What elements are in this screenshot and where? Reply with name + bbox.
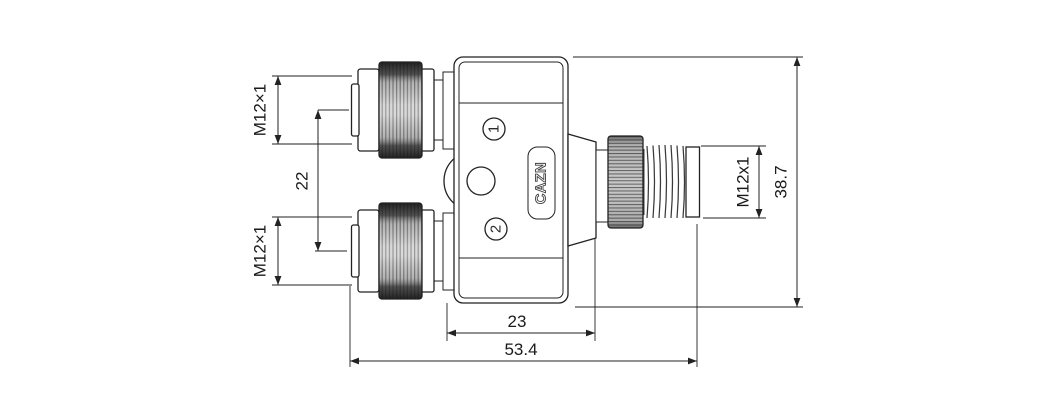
male-stem [595, 149, 609, 223]
dimension-body-length: 23 [446, 239, 596, 341]
male-hex-knurl-nut [607, 135, 644, 229]
bottom-connector-rear-collar [420, 209, 435, 293]
male-pin-tip [685, 146, 701, 218]
top-connector-face [350, 83, 360, 137]
dimension-label: 53.4 [504, 340, 537, 359]
body-inner-edge [458, 61, 564, 299]
female-connector-bottom [350, 202, 455, 300]
top-connector-knurl-ring [378, 61, 423, 159]
top-connector-rear-collar [420, 68, 435, 152]
male-flare [567, 133, 597, 247]
dimension-thread-left-top: M12×1 [251, 75, 352, 145]
bottom-connector-knurl-ring [378, 202, 423, 300]
port-2-marker: 2 [484, 217, 508, 241]
top-connector-mount-tab [442, 71, 455, 150]
dimension-thread-left-bottom: M12×1 [251, 216, 352, 286]
splitter-body: 1 2 CAZN [443, 56, 569, 304]
dimension-label: 22 [293, 172, 312, 191]
dimension-thread-right: M12x1 [701, 145, 766, 219]
female-connector-top [350, 61, 455, 159]
dimension-label: M12x1 [734, 156, 753, 207]
dimension-label: M12×1 [251, 84, 270, 136]
top-connector-front-collar [357, 68, 380, 152]
body-center-hole [466, 166, 496, 196]
dimension-label: 23 [508, 312, 527, 331]
bottom-connector-face [350, 224, 360, 278]
brand-plate: CAZN [527, 146, 556, 220]
dimension-label: 38.7 [772, 165, 791, 198]
male-thread [643, 144, 686, 219]
brand-logo-text: CAZN [534, 162, 550, 204]
port-2-number: 2 [488, 225, 505, 233]
port-1-marker: 1 [482, 117, 506, 141]
port-1-number: 1 [486, 125, 503, 133]
port-2-circle [484, 217, 508, 241]
brand-plate-outline [527, 146, 556, 220]
dimension-overall-length: 53.4 [349, 224, 698, 367]
bottom-connector-front-collar [357, 209, 380, 293]
dimension-port-spacing: 22 [293, 109, 349, 252]
dimension-overall-height: 38.7 [573, 56, 803, 308]
bottom-connector-mount-tab [442, 212, 455, 291]
dimension-label: M12×1 [251, 225, 270, 277]
port-1-circle [482, 117, 506, 141]
male-connector [567, 133, 701, 247]
